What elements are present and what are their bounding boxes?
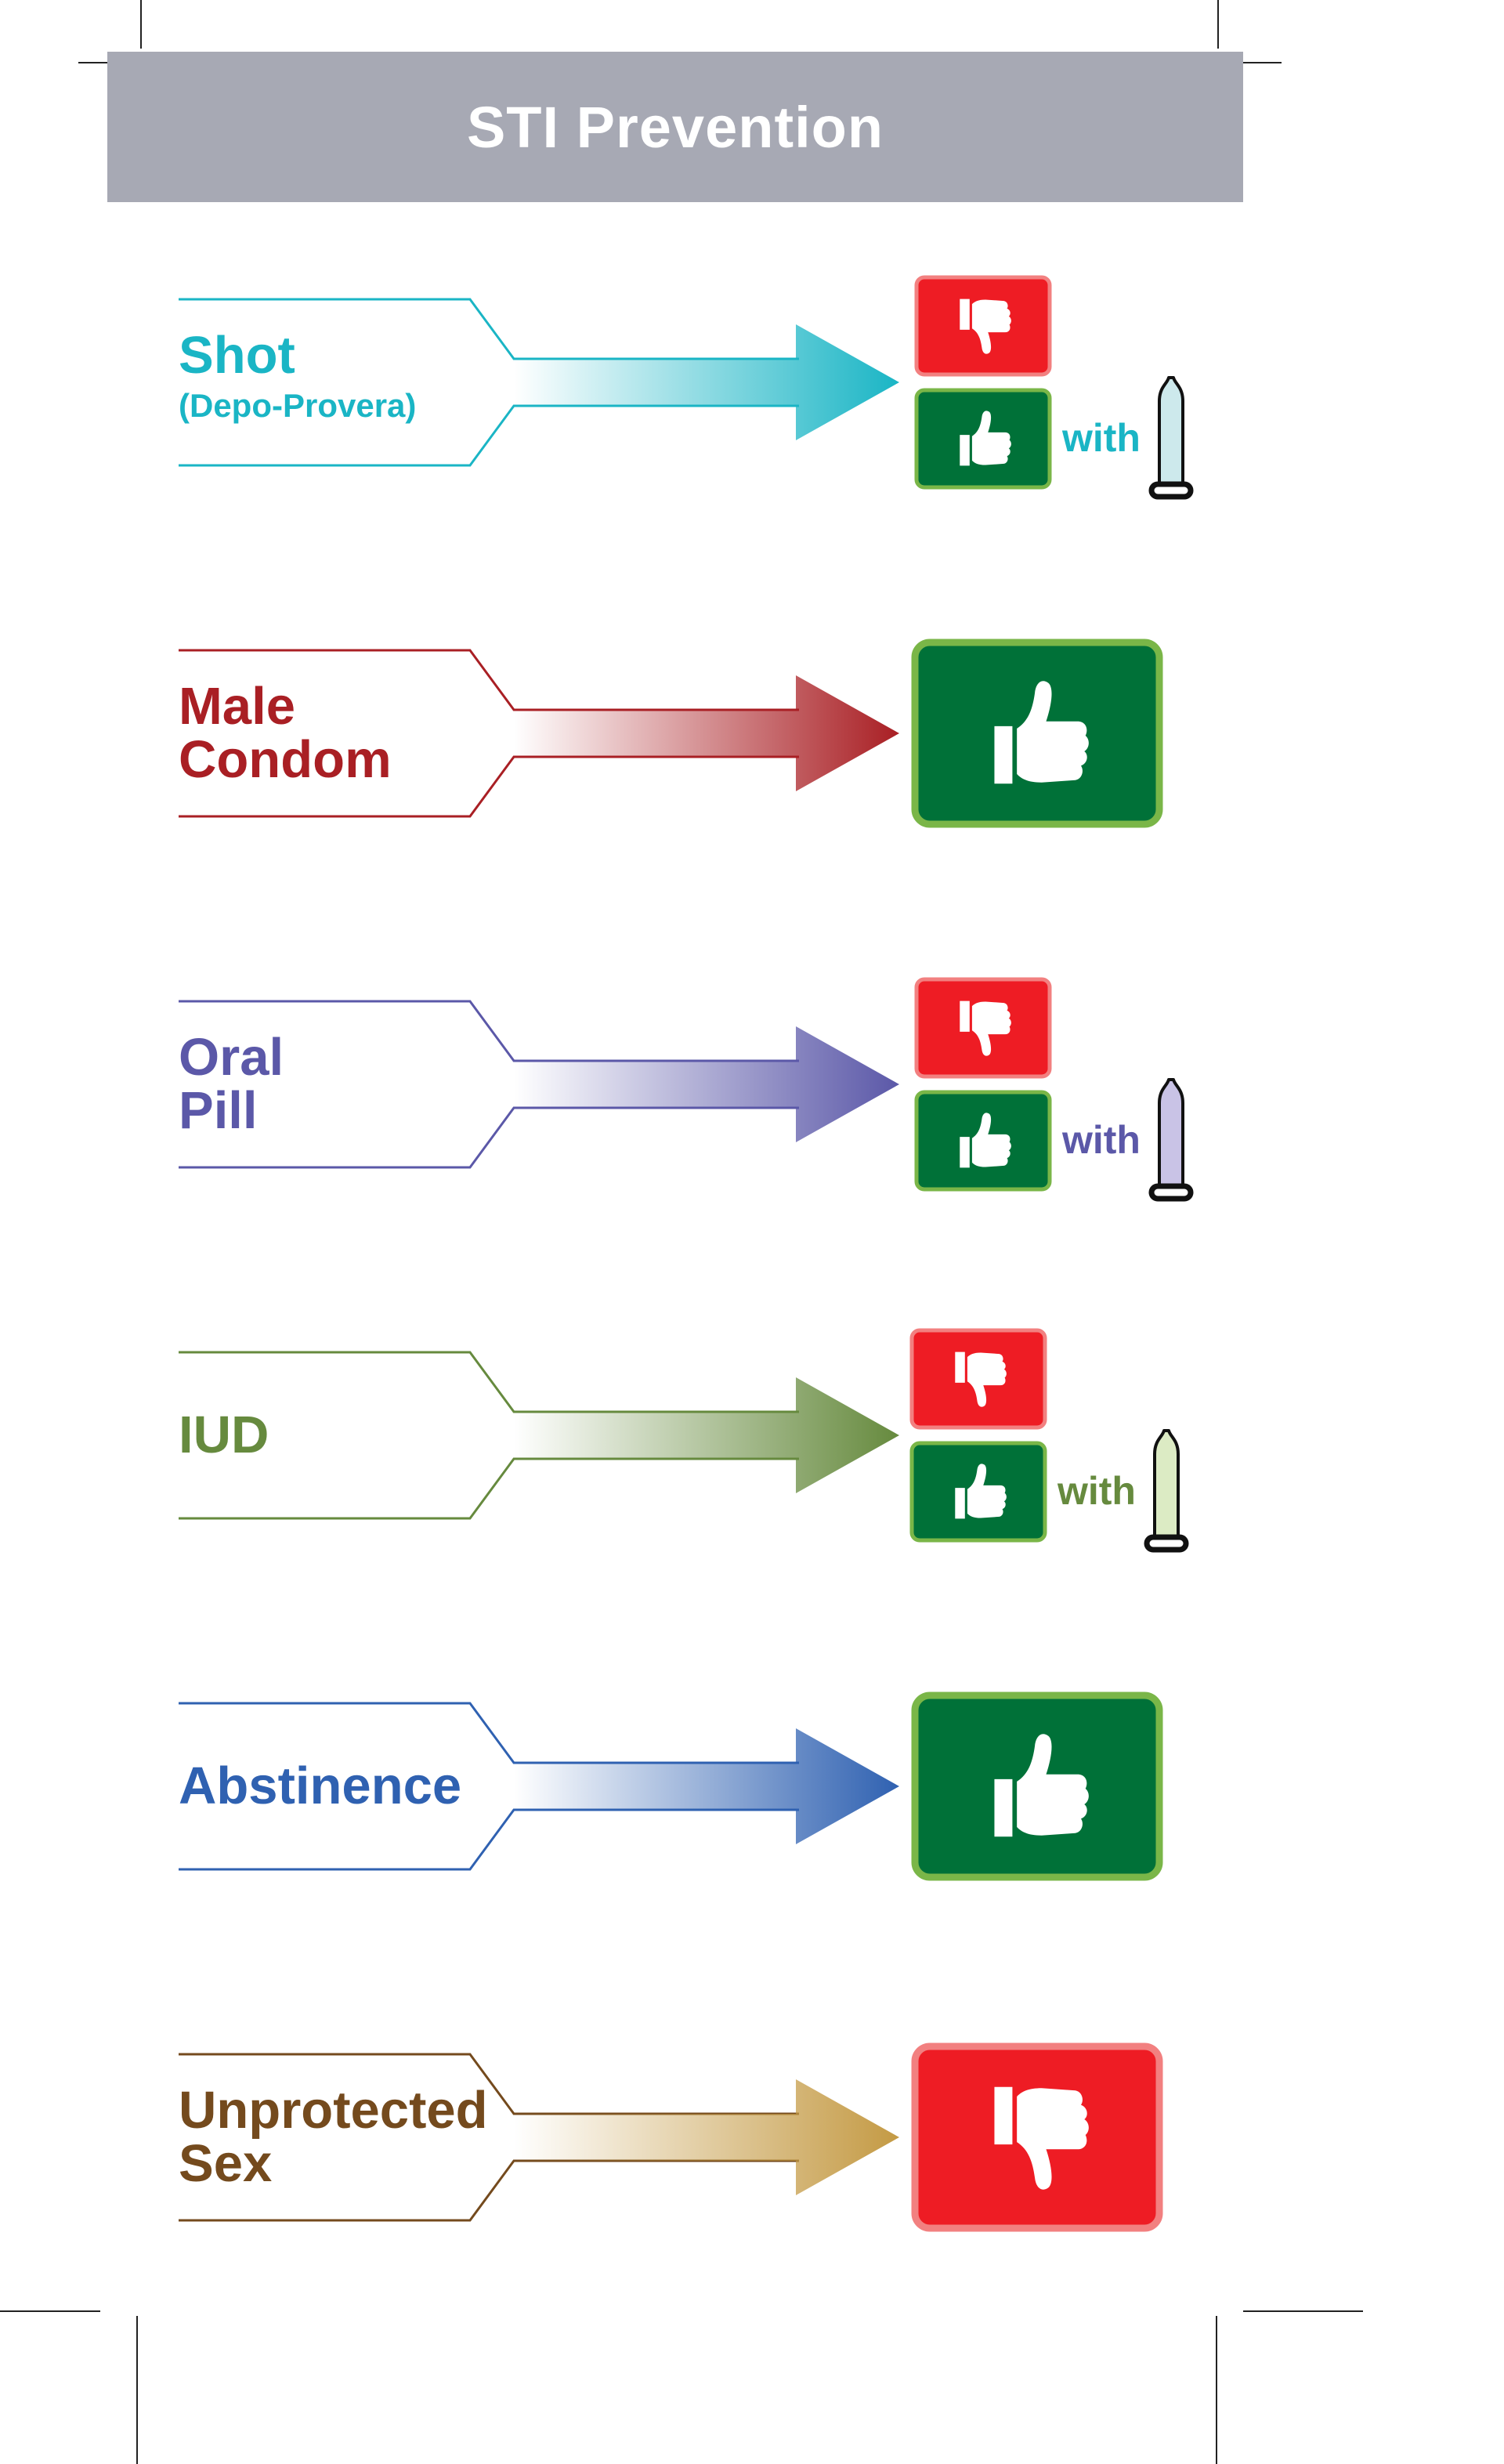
row-label: IUD bbox=[179, 1409, 269, 1462]
thumbs-down-icon bbox=[911, 2042, 1163, 2232]
label-subtitle: (Depo-Provera) bbox=[179, 387, 417, 424]
with-label: with bbox=[1062, 416, 1141, 460]
thumbs-down-icon bbox=[914, 275, 1052, 377]
with-label: with bbox=[1062, 1118, 1141, 1162]
arrow bbox=[514, 675, 899, 791]
crop-marks bbox=[0, 0, 1363, 2464]
thumbs-up-icon bbox=[911, 1692, 1163, 1881]
label-line: Unprotected bbox=[179, 2081, 488, 2140]
thumbs-down-icon bbox=[914, 977, 1052, 1079]
label-line: Male bbox=[179, 677, 295, 736]
condom-icon bbox=[1148, 1078, 1194, 1202]
label-line: Sex bbox=[179, 2134, 273, 2193]
arrow bbox=[514, 1377, 899, 1493]
arrow bbox=[514, 1728, 899, 1844]
page-title: STI Prevention bbox=[466, 94, 884, 160]
label-line: Shot bbox=[179, 326, 295, 385]
thumbs-up-icon bbox=[909, 1441, 1047, 1543]
row-label: Shot(Depo-Provera) bbox=[179, 329, 416, 426]
thumbs-up-icon bbox=[914, 388, 1052, 490]
title-bar: STI Prevention bbox=[107, 52, 1243, 202]
row-0 bbox=[179, 275, 1194, 500]
condom-icon bbox=[1144, 1429, 1189, 1553]
with-label: with bbox=[1058, 1469, 1136, 1513]
row-5 bbox=[179, 2042, 1163, 2232]
label-line: IUD bbox=[179, 1406, 269, 1464]
arrow bbox=[514, 2079, 899, 2195]
row-1 bbox=[179, 639, 1163, 828]
thumbs-up-icon bbox=[911, 639, 1163, 828]
row-2 bbox=[179, 977, 1194, 1202]
label-line: Oral bbox=[179, 1028, 284, 1087]
label-line: Pill bbox=[179, 1081, 258, 1140]
row-3 bbox=[179, 1328, 1189, 1553]
label-line: Abstinence bbox=[179, 1757, 462, 1815]
thumbs-down-icon bbox=[909, 1328, 1047, 1430]
thumbs-up-icon bbox=[914, 1090, 1052, 1192]
label-line: Condom bbox=[179, 730, 392, 789]
arrow bbox=[514, 324, 899, 440]
row-label: Abstinence bbox=[179, 1760, 461, 1813]
row-4 bbox=[179, 1692, 1163, 1881]
condom-icon bbox=[1148, 376, 1194, 500]
arrow bbox=[514, 1026, 899, 1142]
